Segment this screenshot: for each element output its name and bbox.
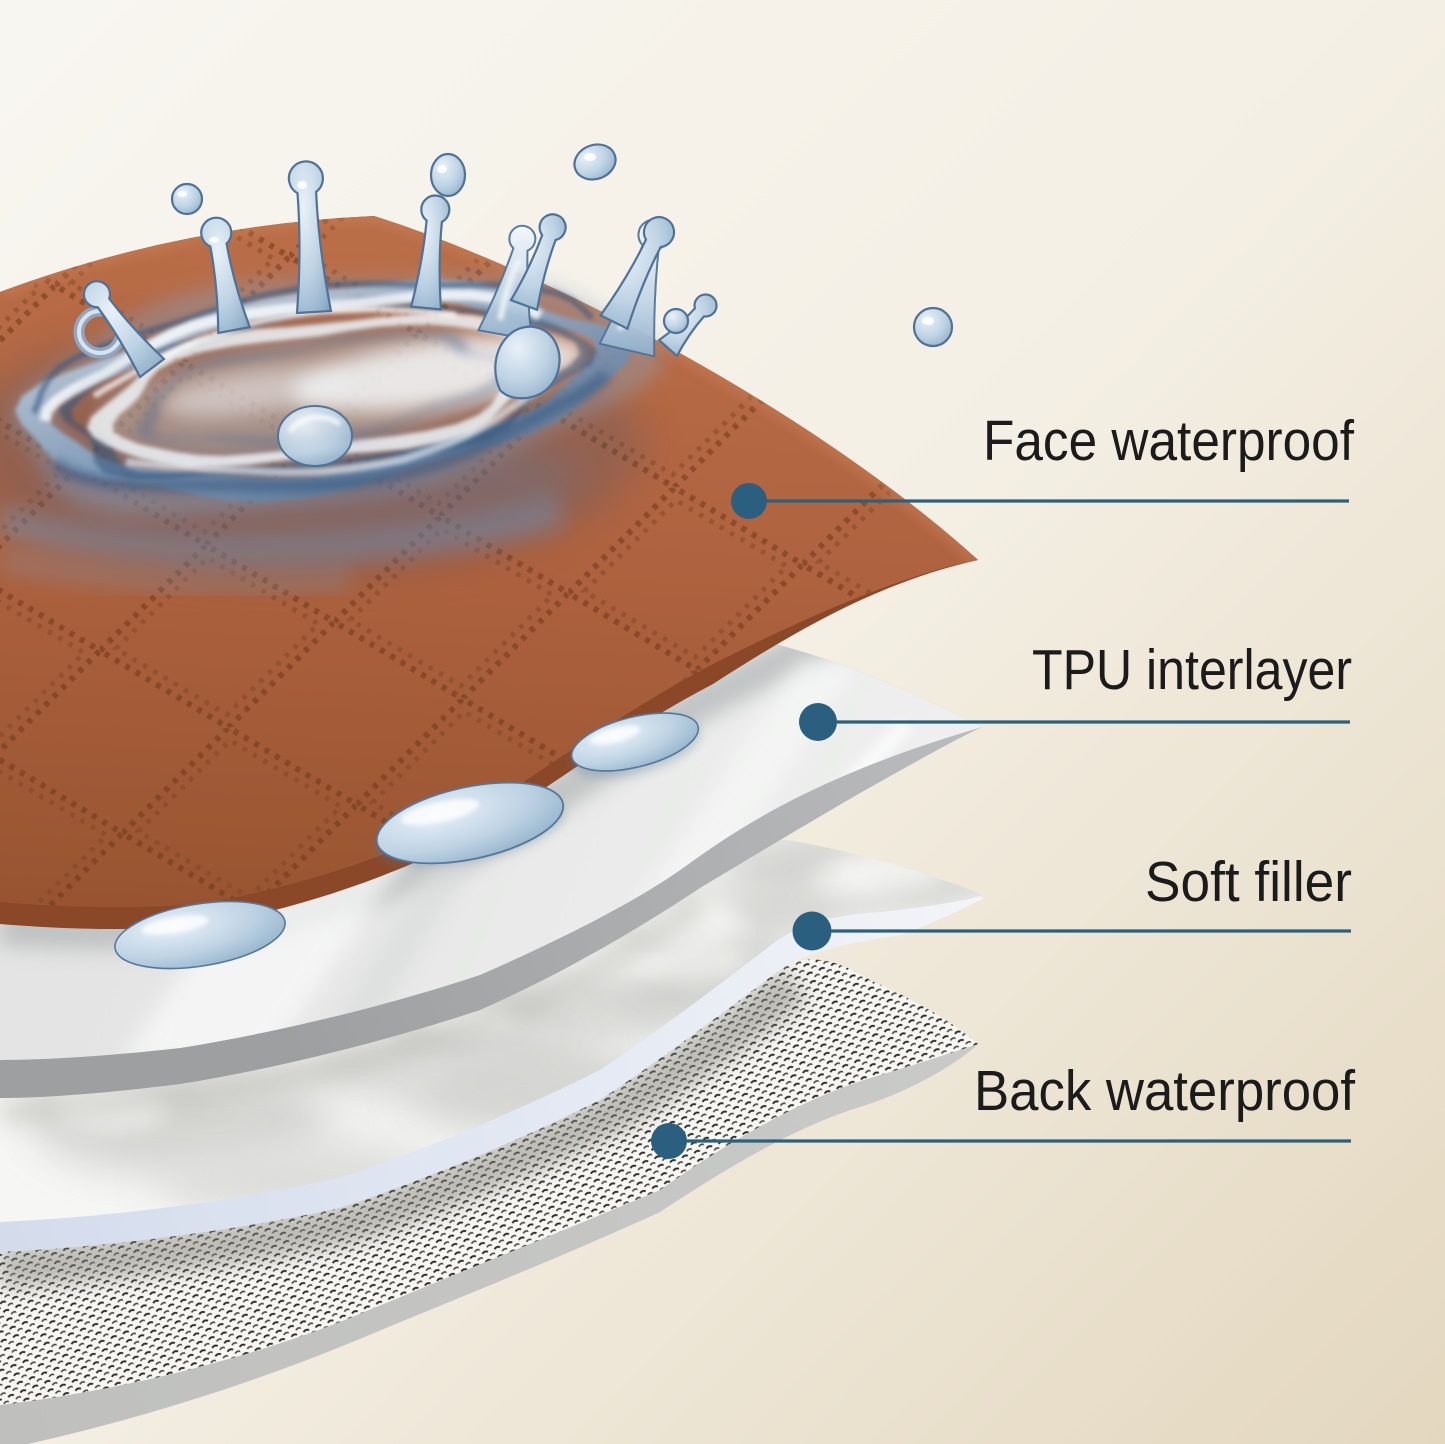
svg-text:TPU interlayer: TPU interlayer [1032, 638, 1352, 702]
svg-text:Back waterproof: Back waterproof [974, 1059, 1355, 1123]
svg-text:Face waterproof: Face waterproof [983, 409, 1354, 473]
svg-text:Soft filler: Soft filler [1145, 850, 1352, 914]
